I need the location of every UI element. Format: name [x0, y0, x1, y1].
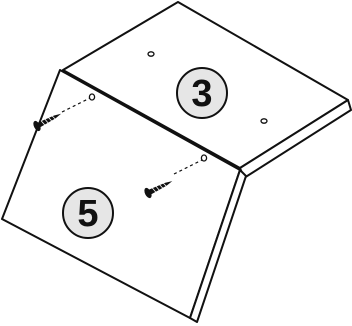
front-panel-number: 5: [77, 193, 98, 235]
top-panel-number: 3: [191, 73, 212, 115]
pilot-hole-icon: [261, 119, 267, 123]
pilot-hole-icon: [201, 155, 206, 161]
part-number-badge-top: 3: [177, 68, 227, 118]
pilot-hole-icon: [89, 94, 94, 100]
part-number-badge-front: 5: [63, 188, 113, 238]
pilot-hole-icon: [148, 52, 154, 56]
